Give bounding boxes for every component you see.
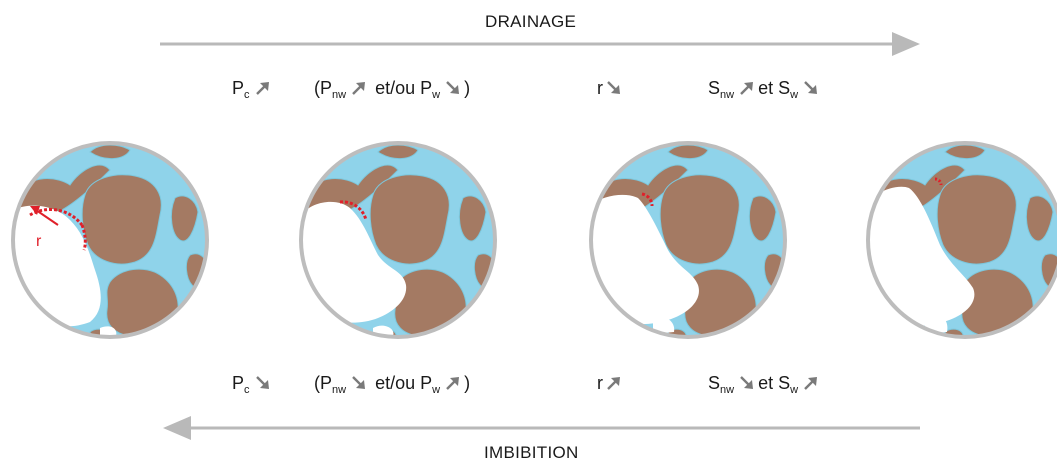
imbibition-radius-trend: r — [597, 373, 625, 393]
drainage-radius-trend: r — [597, 78, 625, 98]
pnw-subscript: nw — [332, 384, 347, 396]
pw-symbol: P — [420, 373, 433, 393]
decrease-arrow-icon — [804, 81, 818, 94]
pw-symbol: P — [420, 78, 433, 98]
snw-symbol: S — [708, 78, 721, 98]
drainage-arrow — [160, 32, 920, 56]
increase-arrow-icon — [446, 377, 460, 390]
snw-symbol: S — [708, 373, 721, 393]
increase-arrow-icon — [804, 377, 818, 390]
pc-symbol: P — [232, 373, 245, 393]
close-paren: ) — [464, 373, 471, 393]
snw-subscript: nw — [720, 89, 735, 101]
and-label: et — [758, 373, 774, 393]
decrease-arrow-icon — [607, 81, 620, 94]
decrease-arrow-icon — [352, 376, 366, 389]
pw-subscript: w — [432, 384, 441, 396]
r-symbol: r — [597, 78, 603, 98]
increase-arrow-icon — [740, 82, 754, 95]
pw-subscript: w — [432, 89, 441, 101]
pore-stage-4 — [866, 141, 1057, 339]
radius-label: r — [36, 233, 42, 250]
sw-symbol: S — [778, 373, 791, 393]
sw-symbol: S — [778, 78, 791, 98]
imbibition-pressure-trend: (Pnw et/ou Pw) — [314, 373, 470, 400]
pnw-subscript: nw — [332, 89, 347, 101]
open-paren: ( — [314, 373, 320, 393]
sw-subscript: w — [790, 89, 799, 101]
and-label: et — [758, 78, 774, 98]
increase-arrow-icon — [255, 82, 269, 95]
imbibition-title: IMBIBITION — [484, 443, 579, 462]
imbibition-pc-trend: Pc — [232, 373, 274, 400]
decrease-arrow-icon — [255, 376, 269, 389]
drainage-pc-trend: Pc — [232, 78, 274, 105]
and-or-label: et/ou — [375, 373, 416, 393]
r-symbol: r — [597, 373, 603, 393]
pc-subscript: c — [244, 89, 250, 101]
increase-arrow-icon — [607, 377, 620, 390]
imbibition-arrow — [163, 416, 920, 440]
sw-subscript: w — [790, 384, 799, 396]
and-or-label: et/ou — [375, 78, 416, 98]
pc-symbol: P — [232, 78, 245, 98]
decrease-arrow-icon — [446, 81, 460, 94]
pnw-symbol: P — [320, 78, 333, 98]
pc-subscript: c — [244, 384, 250, 396]
increase-arrow-icon — [352, 82, 366, 95]
pore-stage-1: r — [11, 141, 209, 339]
pore-stage-2 — [299, 141, 497, 339]
pore-stage-3 — [589, 141, 787, 339]
drainage-pressure-trend: (Pnw et/ou Pw) — [314, 78, 470, 105]
snw-subscript: nw — [720, 384, 735, 396]
decrease-arrow-icon — [740, 376, 754, 389]
pnw-symbol: P — [320, 373, 333, 393]
close-paren: ) — [464, 78, 471, 98]
drainage-title: DRAINAGE — [485, 12, 577, 31]
imbibition-saturation-trend: Snw et Sw — [708, 373, 822, 400]
open-paren: ( — [314, 78, 320, 98]
drainage-saturation-trend: Snw et Sw — [708, 78, 822, 105]
